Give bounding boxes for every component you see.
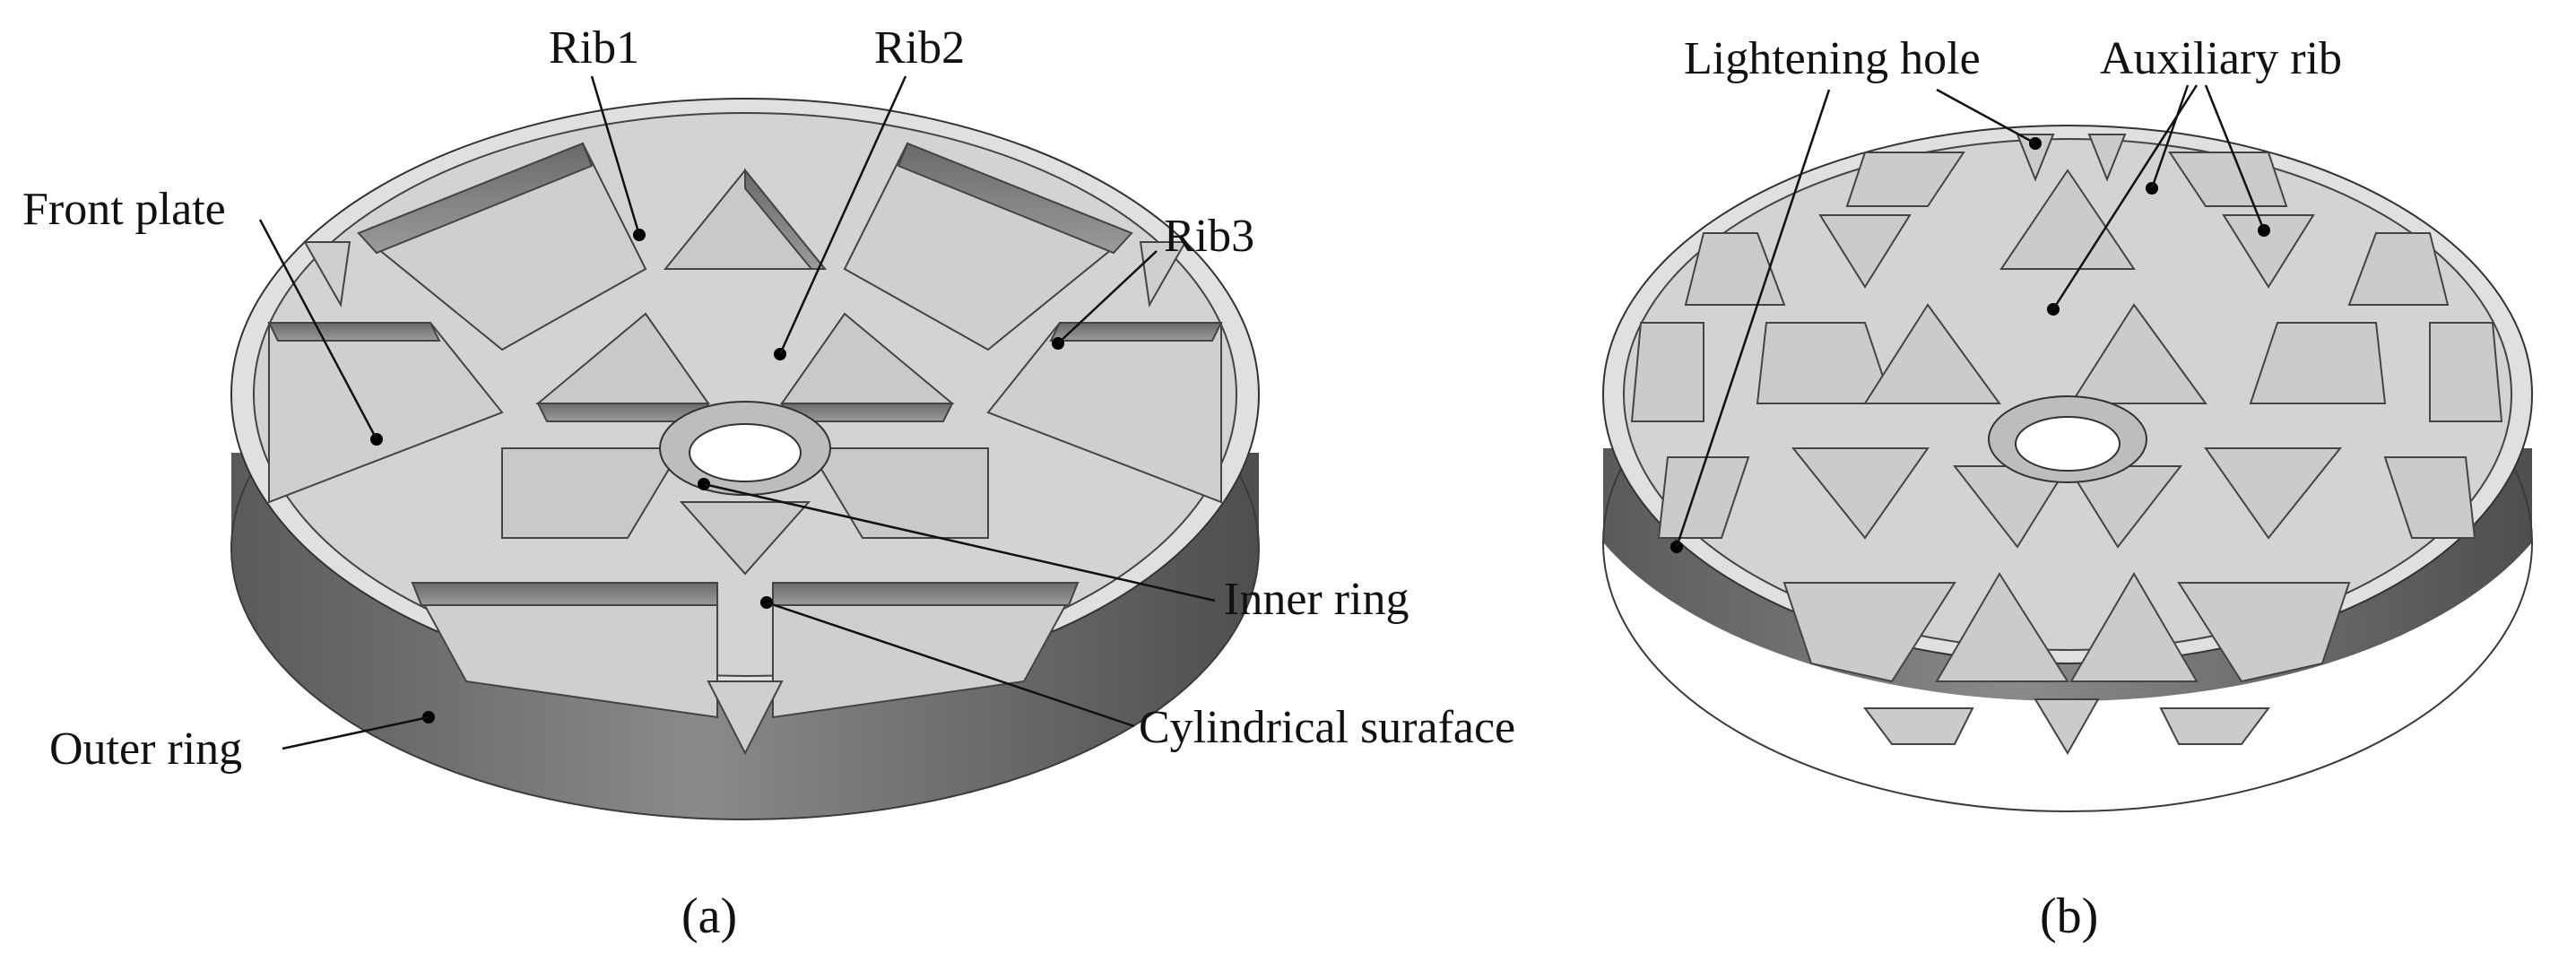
- pocket-grid-b: [1630, 134, 2503, 755]
- outer-ring-inner-edge-b: [1623, 138, 2512, 651]
- label-cylindrical-surface: Cylindrical suraface: [1139, 702, 1515, 753]
- leader-lines-b: [1675, 84, 2266, 548]
- caption-a: (a): [681, 888, 737, 944]
- pockets-a: [267, 142, 1223, 756]
- label-lightening-hole: Lightening hole: [1684, 33, 1981, 84]
- caption-b: (b): [2040, 888, 2098, 944]
- label-rib3: Rib3: [1164, 211, 1254, 262]
- label-front-plate: Front plate: [22, 184, 226, 235]
- label-rib2: Rib2: [874, 22, 965, 74]
- inner-ring-hole: [689, 423, 802, 482]
- label-auxiliary-rib: Auxiliary rib: [2100, 33, 2342, 84]
- label-inner-ring: Inner ring: [1224, 574, 1409, 625]
- label-outer-ring: Outer ring: [49, 724, 242, 775]
- leader-lines-a: [258, 75, 1216, 750]
- panel-a: Rib1 Rib2 Rib3 Front plate Inner ring Cy…: [22, 22, 1515, 944]
- central-rib-pockets-a: [501, 168, 989, 576]
- label-rib1: Rib1: [549, 22, 639, 74]
- inner-ring-hole-b: [2015, 416, 2121, 472]
- panel-b: Lightening hole Auxiliary rib (b): [1602, 33, 2533, 944]
